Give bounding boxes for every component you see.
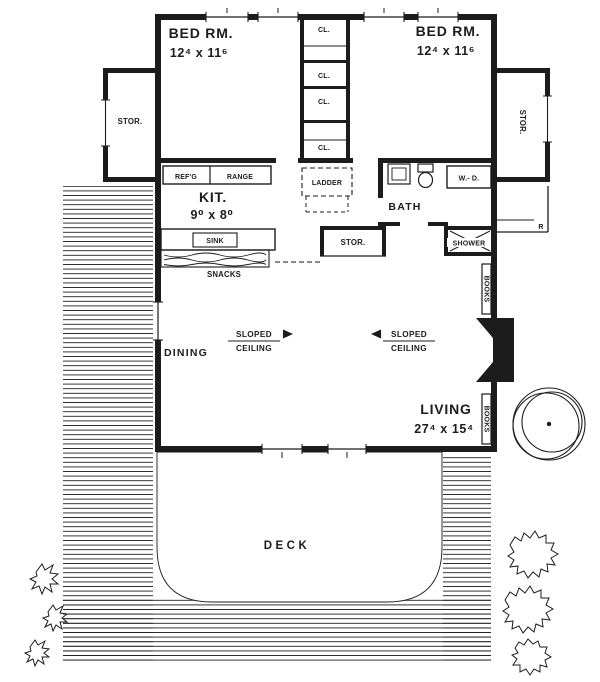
shower-label: SHOWER: [453, 241, 486, 248]
sloped-left-line2: CEILING: [236, 344, 272, 353]
range-label: RANGE: [227, 174, 253, 181]
refrigerator-label: REF'G: [175, 174, 197, 181]
kitchen: REF'G RANGE SINK SNACKS KIT. 9⁰ x 8⁰: [160, 165, 320, 279]
bath: BATH W.- D.: [387, 163, 492, 213]
books-lower-label: BOOKS: [483, 406, 490, 433]
bed-right-dims: 12⁴ x 11⁶: [417, 44, 475, 58]
room-labels: BED RM. 12⁴ x 11⁶ BED RM. 12⁴ x 11⁶ DINI…: [164, 23, 480, 436]
tree: [512, 387, 586, 461]
fireplace: [476, 318, 514, 382]
closet-2-label: CL.: [318, 73, 330, 80]
living-dims: 27⁴ x 15⁴: [414, 422, 473, 436]
ladder-label: LADDER: [312, 180, 342, 187]
bed-left-label: BED RM.: [169, 25, 234, 41]
bed-left-dims: 12⁴ x 11⁶: [170, 46, 228, 60]
windows: [153, 8, 459, 458]
shrubs: [23, 563, 69, 668]
mid-storage: STOR.: [320, 226, 386, 257]
deck-area: DECK: [156, 451, 443, 603]
shower: SHOWER: [444, 226, 497, 256]
sloped-left-line1: SLOPED: [236, 330, 272, 339]
bed-right-label: BED RM.: [416, 23, 481, 39]
sloped-right-line1: SLOPED: [391, 330, 427, 339]
closets: CL. CL. CL. CL.: [300, 19, 350, 158]
ground-hatching: [63, 186, 491, 662]
books-upper-label: BOOKS: [483, 276, 490, 303]
left-storage-label: STOR.: [118, 117, 143, 126]
bushes: [502, 530, 560, 676]
closet-3-label: CL.: [318, 99, 330, 106]
steps: R: [497, 186, 549, 233]
washer-dryer-label: W.- D.: [459, 176, 480, 183]
sloped-ceiling-left: SLOPED CEILING: [228, 329, 293, 353]
dining-label: DINING: [164, 347, 208, 359]
closet-4-label: CL.: [318, 145, 330, 152]
bookshelves: BOOKS BOOKS: [481, 263, 492, 445]
walls: [155, 14, 497, 452]
slope-arrow-left-icon: [371, 329, 381, 339]
sloped-ceiling-right: SLOPED CEILING: [371, 329, 435, 353]
bath-label: BATH: [388, 201, 421, 213]
left-storage-room: STOR.: [101, 68, 157, 182]
kitchen-label: KIT.: [199, 189, 227, 205]
snacks-label: SNACKS: [207, 270, 241, 279]
right-storage-room: STOR.: [494, 68, 552, 182]
living-label: LIVING: [420, 401, 471, 417]
kitchen-dims: 9⁰ x 8⁰: [191, 208, 234, 222]
slope-arrow-right-icon: [283, 329, 293, 339]
riser-label: R: [538, 224, 543, 231]
deck-label: DECK: [264, 540, 311, 552]
closet-1-label: CL.: [318, 27, 330, 34]
ladder: LADDER: [301, 167, 353, 213]
right-storage-label: STOR.: [518, 110, 527, 135]
mid-storage-label: STOR.: [341, 238, 366, 247]
sink-label: SINK: [206, 238, 224, 245]
sloped-right-line2: CEILING: [391, 344, 427, 353]
